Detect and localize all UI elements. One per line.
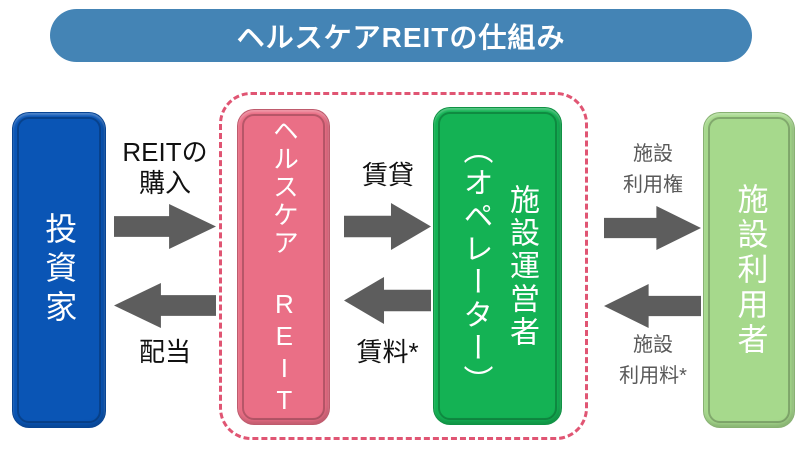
node-facility-user-label: 施設利用者 bbox=[732, 182, 768, 358]
node-facility-user: 施設利用者 bbox=[703, 112, 795, 428]
arrow-left-icon-usage-fee bbox=[604, 284, 701, 328]
flow-label-rent: 賃料* bbox=[356, 337, 419, 367]
node-healthcare-reit-label: ヘルスケア REIT bbox=[269, 117, 300, 417]
diagram-title-banner: ヘルスケアREITの仕組み bbox=[50, 9, 752, 62]
diagram-title: ヘルスケアREITの仕組み bbox=[236, 21, 566, 53]
flow-label-reit-purchase: REITの 購入 bbox=[122, 137, 208, 199]
flow-label-usage-right: 施設 利用権 bbox=[623, 143, 683, 196]
node-healthcare-reit: ヘルスケア REIT bbox=[237, 109, 330, 425]
flow-label-usage-fee: 施設 利用料* bbox=[619, 334, 687, 387]
flow-label-lease: 賃貸 bbox=[361, 160, 414, 190]
reit-operator-group-outline bbox=[219, 92, 588, 440]
node-facility-operator: 施設運営者 （オペレーター） bbox=[433, 107, 562, 425]
node-facility-operator-label: 施設運営者 （オペレーター） bbox=[458, 134, 539, 398]
flow-label-dividend: 配当 bbox=[138, 337, 191, 367]
arrow-left-icon-dividend bbox=[114, 283, 216, 328]
arrow-right-icon-usage-right bbox=[604, 206, 701, 250]
node-investor-label: 投資家 bbox=[41, 211, 78, 329]
node-investor: 投資家 bbox=[12, 112, 106, 428]
arrow-right-icon-reit-purchase bbox=[114, 204, 216, 249]
